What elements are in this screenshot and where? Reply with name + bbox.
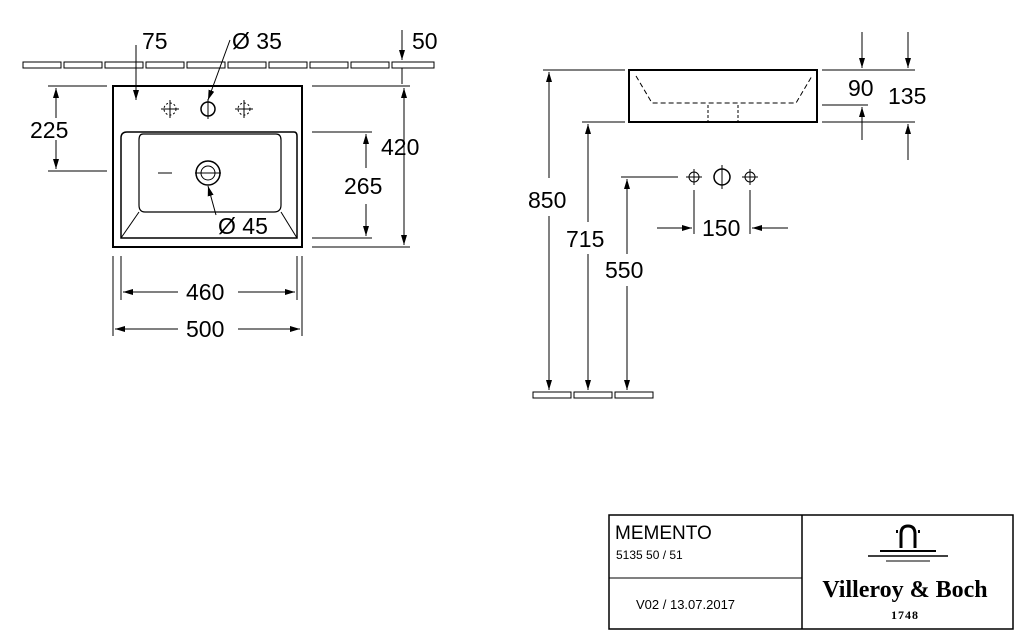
dim-bowl-depth: 265 [344,173,382,199]
dim-bowl-height: 90 [848,75,874,101]
basin-side-outline [628,69,818,123]
brand-name: Villeroy & Boch [822,577,987,603]
dim-total-height: 135 [888,83,926,109]
wall-tap-right-icon [742,169,758,185]
floor-strip [532,391,654,399]
bowl-inner [138,133,282,213]
top-view [22,30,435,336]
title-block [608,514,1014,630]
wall-tap-center-icon [713,165,731,189]
side-view [532,32,915,399]
dim-drain: Ø 45 [218,213,268,239]
tap-hole-right-icon [235,100,253,118]
drain-icon [195,160,221,186]
brand-year: 1748 [891,608,919,622]
basin-outline [112,85,303,248]
dim-wall-gap: 50 [412,28,438,54]
version-date: V02 / 13.07.2017 [636,597,735,612]
dim-faucet-depth: 225 [30,117,68,143]
dim-tap-height: 550 [605,257,643,283]
tap-hole-left-icon [161,100,179,118]
dim-total-width: 500 [186,316,224,342]
dim-tap-spacing: 150 [702,215,740,241]
wall-tap-left-icon [686,169,702,185]
tap-hole-center-icon [200,99,216,119]
dim-bowl-width: 460 [186,279,224,305]
article-number: 5135 50 / 51 [616,548,683,562]
dim-total-depth: 420 [381,134,419,160]
dim-bottom-height: 715 [566,226,604,252]
dim-top-height: 850 [528,187,566,213]
dim-faucet-offset: 75 [142,28,168,54]
product-name: MEMENTO [615,523,712,544]
wall-strip [22,61,435,69]
basin-side-inner [635,75,813,104]
brand-logo-icon [868,524,948,562]
dim-faucet-hole: Ø 35 [232,28,282,54]
